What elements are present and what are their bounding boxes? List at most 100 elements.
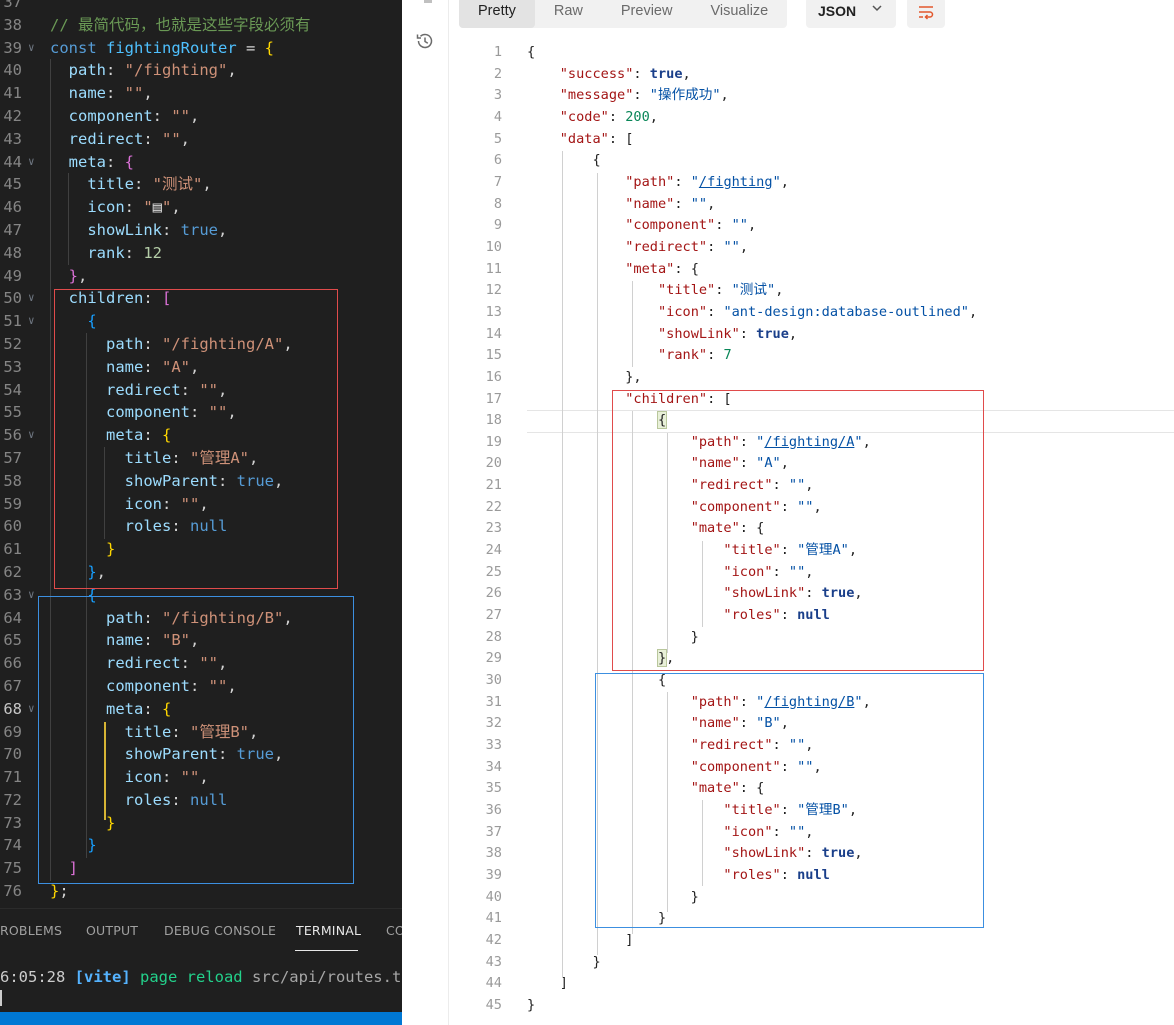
tab-output[interactable]: OUTPUT	[86, 923, 139, 938]
json-line[interactable]: 11 "meta": {	[448, 259, 1174, 281]
json-line[interactable]: 27 "roles": null	[448, 605, 1174, 627]
code-line[interactable]: 41 name: "",	[0, 82, 402, 105]
code-line[interactable]: 56∨ meta: {	[0, 424, 402, 447]
tab-problems[interactable]: ROBLEMS	[0, 923, 63, 938]
code-line[interactable]: 46 icon: "▤",	[0, 196, 402, 219]
code-line[interactable]: 64 path: "/fighting/B",	[0, 607, 402, 630]
code-line[interactable]: 57 title: "管理A",	[0, 447, 402, 470]
json-line[interactable]: 10 "redirect": "",	[448, 237, 1174, 259]
code-line[interactable]: 68∨ meta: {	[0, 698, 402, 721]
json-line[interactable]: 40 }	[448, 887, 1174, 909]
fold-chevron-icon[interactable]: ∨	[28, 40, 35, 54]
code-line[interactable]: 74 }	[0, 834, 402, 857]
tab-pretty[interactable]: Pretty	[459, 0, 535, 28]
json-line[interactable]: 37 "icon": "",	[448, 822, 1174, 844]
json-line[interactable]: 45}	[448, 995, 1174, 1017]
code-line[interactable]: 54 redirect: "",	[0, 379, 402, 402]
code-line[interactable]: 67 component: "",	[0, 675, 402, 698]
fold-chevron-icon[interactable]: ∨	[28, 587, 35, 601]
code-line[interactable]: 53 name: "A",	[0, 356, 402, 379]
format-select[interactable]: JSON	[806, 0, 896, 28]
wrap-lines-button[interactable]	[907, 0, 945, 28]
json-line[interactable]: 36 "title": "管理B",	[448, 800, 1174, 822]
code-line[interactable]: 52 path: "/fighting/A",	[0, 333, 402, 356]
json-line[interactable]: 2 "success": true,	[448, 64, 1174, 86]
code-line[interactable]: 72 roles: null	[0, 789, 402, 812]
fold-chevron-icon[interactable]: ∨	[28, 291, 35, 305]
json-line[interactable]: 5 "data": [	[448, 129, 1174, 151]
json-line[interactable]: 32 "name": "B",	[448, 713, 1174, 735]
code-line[interactable]: 50∨ children: [	[0, 287, 402, 310]
history-icon[interactable]	[415, 31, 435, 51]
code-line[interactable]: 63∨ {	[0, 584, 402, 607]
json-line[interactable]: 23 "mate": {	[448, 518, 1174, 540]
code-line[interactable]: 40 path: "/fighting",	[0, 59, 402, 82]
json-line[interactable]: 26 "showLink": true,	[448, 583, 1174, 605]
json-link[interactable]: /fighting/A	[764, 433, 855, 450]
json-line[interactable]: 3 "message": "操作成功",	[448, 85, 1174, 107]
json-link[interactable]: /fighting/B	[764, 693, 855, 710]
json-line[interactable]: 4 "code": 200,	[448, 107, 1174, 129]
json-line[interactable]: 30 {	[448, 670, 1174, 692]
tab-debug-console[interactable]: DEBUG CONSOLE	[164, 923, 277, 938]
code-line[interactable]: 49 },	[0, 265, 402, 288]
json-line[interactable]: 25 "icon": "",	[448, 562, 1174, 584]
json-link[interactable]: /fighting	[698, 173, 773, 190]
fold-chevron-icon[interactable]: ∨	[28, 314, 35, 328]
json-line[interactable]: 20 "name": "A",	[448, 453, 1174, 475]
code-line[interactable]: 37	[0, 0, 402, 14]
json-line[interactable]: 14 "showLink": true,	[448, 324, 1174, 346]
code-line[interactable]: 71 icon: "",	[0, 766, 402, 789]
code-line[interactable]: 58 showParent: true,	[0, 470, 402, 493]
json-line[interactable]: 44 ]	[448, 973, 1174, 995]
json-line[interactable]: 38 "showLink": true,	[448, 843, 1174, 865]
code-line[interactable]: 73 }	[0, 812, 402, 835]
json-line[interactable]: 13 "icon": "ant-design:database-outlined…	[448, 302, 1174, 324]
tab-comments[interactable]: CO	[386, 923, 402, 938]
code-line[interactable]: 48 rank: 12	[0, 242, 402, 265]
code-line[interactable]: 59 icon: "",	[0, 493, 402, 516]
json-line[interactable]: 22 "component": "",	[448, 497, 1174, 519]
json-line[interactable]: 8 "name": "",	[448, 194, 1174, 216]
json-line[interactable]: 21 "redirect": "",	[448, 475, 1174, 497]
json-line[interactable]: 41 }	[448, 908, 1174, 930]
json-line[interactable]: 28 }	[448, 627, 1174, 649]
code-line[interactable]: 43 redirect: "",	[0, 128, 402, 151]
json-line[interactable]: 31 "path": "/fighting/B",	[448, 692, 1174, 714]
json-line[interactable]: 17 "children": [	[448, 389, 1174, 411]
tab-raw[interactable]: Raw	[553, 3, 583, 19]
json-line[interactable]: 34 "component": "",	[448, 757, 1174, 779]
json-line[interactable]: 39 "roles": null	[448, 865, 1174, 887]
fold-chevron-icon[interactable]: ∨	[28, 428, 35, 442]
json-line[interactable]: 6 {	[448, 150, 1174, 172]
tab-visualize[interactable]: Visualize	[710, 3, 769, 19]
code-line[interactable]: 55 component: "",	[0, 401, 402, 424]
code-line[interactable]: 39∨const fightingRouter = {	[0, 37, 402, 60]
json-line[interactable]: 35 "mate": {	[448, 778, 1174, 800]
json-line[interactable]: 1{	[448, 42, 1174, 64]
code-line[interactable]: 70 showParent: true,	[0, 743, 402, 766]
code-line[interactable]: 76};	[0, 880, 402, 903]
code-line[interactable]: 38// 最简代码，也就是这些字段必须有	[0, 14, 402, 37]
code-line[interactable]: 61 }	[0, 538, 402, 561]
code-line[interactable]: 65 name: "B",	[0, 629, 402, 652]
json-line[interactable]: 16 },	[448, 367, 1174, 389]
terminal[interactable]: 6:05:28 [vite] page reload src/api/route…	[0, 952, 402, 1012]
code-line[interactable]: 42 component: "",	[0, 105, 402, 128]
json-line[interactable]: 19 "path": "/fighting/A",	[448, 432, 1174, 454]
code-line[interactable]: 44∨ meta: {	[0, 151, 402, 174]
fold-chevron-icon[interactable]: ∨	[28, 154, 35, 168]
code-line[interactable]: 66 redirect: "",	[0, 652, 402, 675]
json-line[interactable]: 9 "component": "",	[448, 215, 1174, 237]
json-line[interactable]: 43 }	[448, 952, 1174, 974]
json-line[interactable]: 7 "path": "/fighting",	[448, 172, 1174, 194]
code-line[interactable]: 75 ]	[0, 857, 402, 880]
json-line[interactable]: 33 "redirect": "",	[448, 735, 1174, 757]
code-line[interactable]: 60 roles: null	[0, 515, 402, 538]
json-line[interactable]: 24 "title": "管理A",	[448, 540, 1174, 562]
json-line[interactable]: 18 {	[448, 410, 1174, 432]
json-line[interactable]: 29 },	[448, 648, 1174, 670]
code-line[interactable]: 69 title: "管理B",	[0, 721, 402, 744]
